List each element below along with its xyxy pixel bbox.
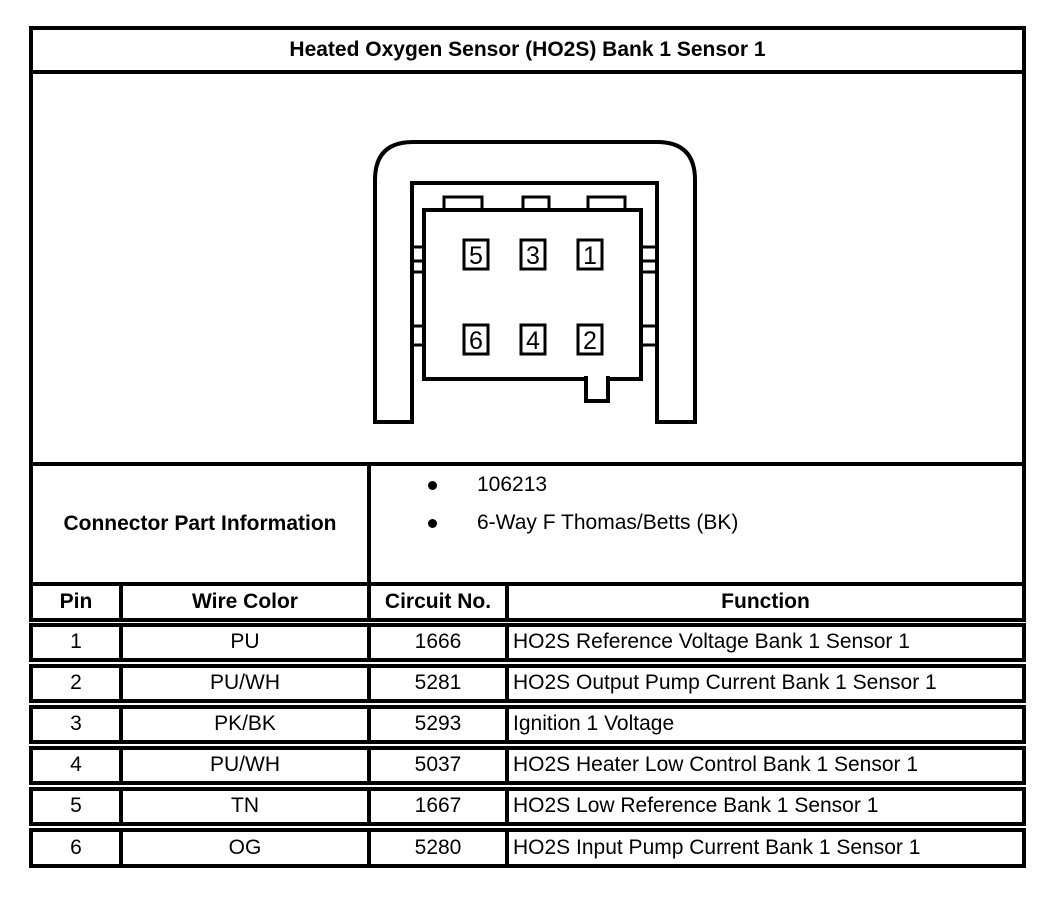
header-wire-color: Wire Color xyxy=(119,582,371,622)
function-cell: Ignition 1 Voltage xyxy=(505,705,1026,744)
function-cell: HO2S Heater Low Control Bank 1 Sensor 1 xyxy=(505,746,1026,785)
connector-type-text: 6-Way F Thomas/Betts (BK) xyxy=(477,510,739,534)
pin-number-3: 3 xyxy=(526,242,540,270)
part-info-bullet-list: 106213 6-Way F Thomas/Betts (BK) xyxy=(371,466,1022,542)
pin-cell: 5 xyxy=(29,787,123,826)
pin-cell: 6 xyxy=(29,828,123,868)
pin-box-1 xyxy=(576,238,604,271)
circuit-no-cell: 5280 xyxy=(367,828,509,868)
circuit-no-cell: 1666 xyxy=(367,623,509,662)
connector-outer-shell xyxy=(373,140,697,424)
bullet-icon xyxy=(428,480,437,490)
part-info-label-cell: Connector Part Information xyxy=(29,462,371,586)
header-pin: Pin xyxy=(29,582,123,622)
pin-number-1: 1 xyxy=(583,242,597,270)
wire-color-cell: PU/WH xyxy=(119,746,371,785)
connector-face-drawing: 5 3 1 6 4 2 xyxy=(373,140,697,424)
part-number-item: 106213 xyxy=(371,466,547,504)
circuit-no-cell: 5037 xyxy=(367,746,509,785)
pin-box-5 xyxy=(462,238,490,271)
function-cell: HO2S Low Reference Bank 1 Sensor 1 xyxy=(505,787,1026,826)
pin-cell: 1 xyxy=(29,623,123,662)
pin-number-5: 5 xyxy=(469,242,483,270)
function-cell: HO2S Output Pump Current Bank 1 Sensor 1 xyxy=(505,664,1026,703)
pin-number-4: 4 xyxy=(526,327,540,355)
wire-color-cell: PU xyxy=(119,623,371,662)
pin-box-4 xyxy=(519,323,547,356)
lock-tab-bottom xyxy=(584,376,610,403)
circuit-no-cell: 5281 xyxy=(367,664,509,703)
function-cell: HO2S Input Pump Current Bank 1 Sensor 1 xyxy=(505,828,1026,868)
part-info-values-cell: 106213 6-Way F Thomas/Betts (BK) xyxy=(367,462,1026,586)
pin-box-3 xyxy=(519,238,547,271)
side-notches-left xyxy=(412,245,425,347)
pin-cell: 3 xyxy=(29,705,123,744)
pin-cell: 2 xyxy=(29,664,123,703)
circuit-no-cell: 1667 xyxy=(367,787,509,826)
header-circuit-no: Circuit No. xyxy=(367,582,509,622)
pin-number-6: 6 xyxy=(469,327,483,355)
pin-box-2 xyxy=(576,323,604,356)
part-number-text: 106213 xyxy=(477,472,548,496)
wire-color-cell: OG xyxy=(119,828,371,868)
header-function: Function xyxy=(505,582,1026,622)
connector-type-item: 6-Way F Thomas/Betts (BK) xyxy=(371,504,738,542)
pin-box-6 xyxy=(462,323,490,356)
page-title: Heated Oxygen Sensor (HO2S) Bank 1 Senso… xyxy=(29,26,1026,74)
function-cell: HO2S Reference Voltage Bank 1 Sensor 1 xyxy=(505,623,1026,662)
pin-number-2: 2 xyxy=(583,327,597,355)
connector-diagram-panel: 5 3 1 6 4 2 xyxy=(29,70,1026,466)
pin-cell: 4 xyxy=(29,746,123,785)
wire-color-cell: PU/WH xyxy=(119,664,371,703)
side-notches-right xyxy=(640,245,657,347)
wire-color-cell: TN xyxy=(119,787,371,826)
circuit-no-cell: 5293 xyxy=(367,705,509,744)
wire-color-cell: PK/BK xyxy=(119,705,371,744)
bullet-icon xyxy=(428,518,437,528)
